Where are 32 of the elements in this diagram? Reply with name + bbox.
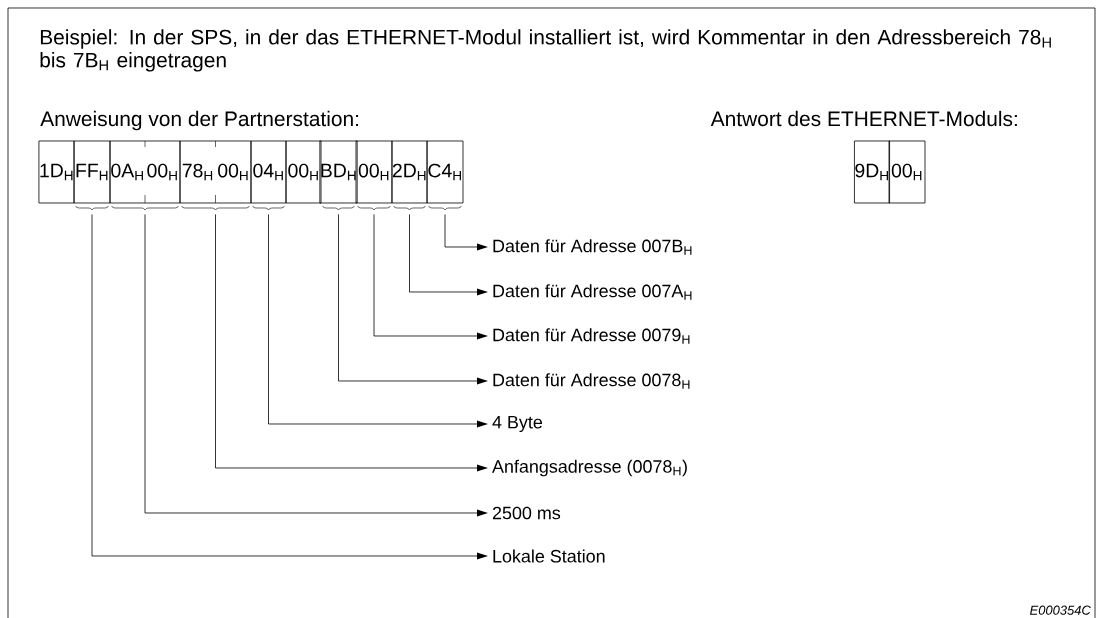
field-description: 4 Byte	[492, 415, 543, 432]
field-description: Daten für Adresse 0079$_{H}$	[493, 328, 690, 344]
byte-cell: 1D$_{H}$	[38, 140, 75, 204]
leader-arrow	[215, 214, 488, 472]
section-heading: Anweisung von der Partnerstation:	[40, 110, 359, 131]
leader-arrow	[268, 214, 488, 428]
field-description: Daten für Adresse 0078$_{H}$	[493, 373, 690, 389]
byte-cell: 0A$_{H}$ 00$_{H}$	[109, 140, 181, 204]
field-description: Anfangsadresse (0078$_{H}$)	[492, 459, 687, 477]
byte-cell: BD$_{H}$	[319, 140, 358, 204]
section-heading: Antwort des ETHERNET-Moduls:	[710, 110, 1017, 127]
byte-cell: C4$_{H}$	[426, 140, 464, 204]
byte-cell: 00$_{H}$	[285, 140, 322, 204]
field-description: Daten für Adresse 007B$_{H}$	[493, 239, 692, 255]
leader-arrow	[409, 214, 488, 296]
byte-cell: 04$_{H}$	[250, 140, 287, 204]
leader-arrow	[373, 214, 488, 340]
title: Beispiel: In der SPS, in der das ETHERNET-Modul installiert ist, wird Kommentar in den Adressbereich 78$_{H}$ bis 7B$_{H}$ eingetragen	[40, 29, 1051, 72]
field-description: Daten für Adresse 007A$_{H}$	[493, 284, 692, 300]
byte-cell: FF$_{H}$	[73, 140, 111, 204]
byte-cell: 78$_{H}$ 00$_{H}$	[179, 140, 252, 204]
byte-cell: 00$_{H}$	[355, 140, 393, 204]
leader-arrow	[444, 214, 488, 251]
field-description: 2500 ms	[492, 506, 561, 520]
byte-cell: 00$_{H}$	[888, 140, 926, 204]
leader-arrow	[338, 214, 488, 385]
figure-code: E000354C	[1030, 605, 1091, 615]
leader-arrow	[91, 214, 488, 560]
byte-cell: 9D$_{H}$	[854, 140, 890, 204]
byte-cell: 2D$_{H}$	[391, 140, 428, 204]
field-description: Lokale Station	[493, 549, 605, 563]
leader-arrow	[144, 214, 488, 517]
